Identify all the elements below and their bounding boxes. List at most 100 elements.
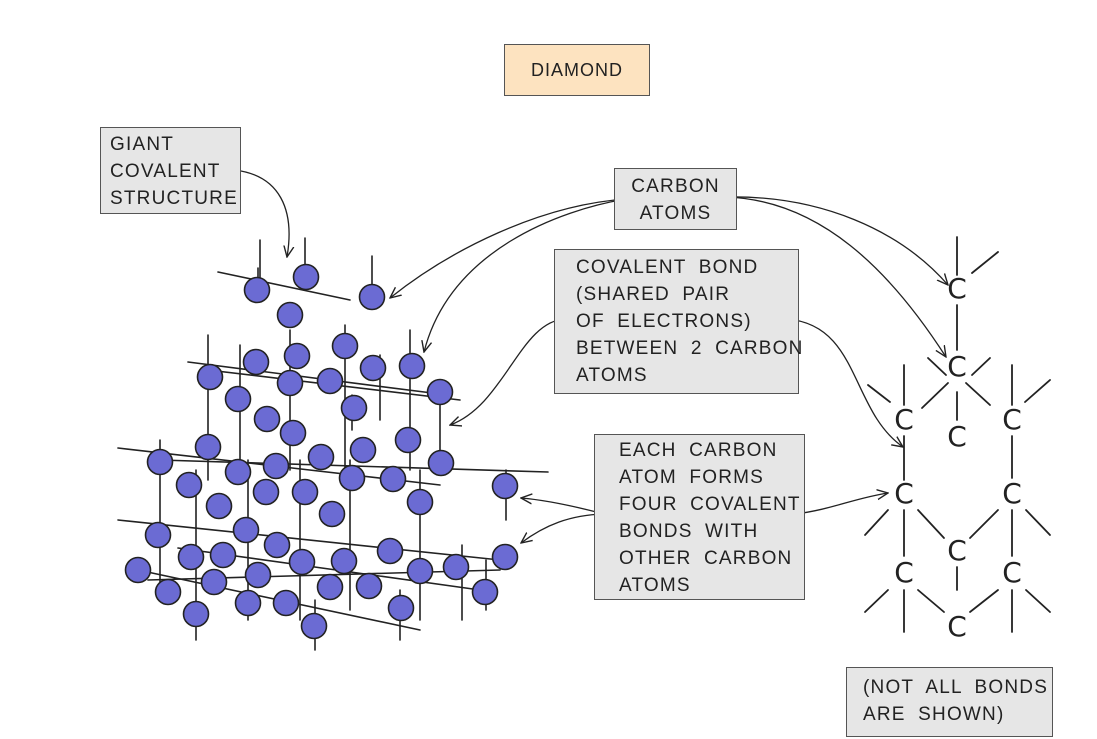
formula-bond [921, 382, 949, 409]
carbon-atom-circle [196, 363, 224, 391]
carbon-atom-circle [253, 405, 281, 433]
annotation-arrow [233, 169, 289, 257]
formula-bond [965, 382, 991, 406]
carbon-atom-circle [124, 556, 152, 584]
carbon-atom-circle [426, 378, 454, 406]
carbon-symbol: C [947, 272, 967, 305]
carbon-symbol: C [947, 420, 967, 453]
giant-covalent-structure-label: GIANT COVALENT STRUCTURE [100, 127, 241, 214]
carbon-atom-circle [491, 543, 519, 571]
carbon-atom-circle [288, 548, 316, 576]
label-line: FOUR COVALENT [619, 494, 801, 515]
label-line: OTHER CARBON [619, 548, 793, 569]
carbon-atom-circle [307, 443, 335, 471]
carbon-symbol: C [1002, 403, 1022, 436]
carbon-atom-circle [331, 332, 359, 360]
carbon-atom-circle [154, 578, 182, 606]
carbon-symbol: C [947, 350, 967, 383]
carbon-atom-circle [283, 342, 311, 370]
annotation-arrow [521, 513, 605, 543]
carbon-atom-circle [291, 478, 319, 506]
carbon-atom-circle [316, 367, 344, 395]
formula-bond [867, 384, 891, 403]
carbon-atom-circle [276, 369, 304, 397]
carbon-atom-circle [244, 561, 272, 589]
formula-bond [969, 589, 999, 613]
carbon-atom-circle [359, 354, 387, 382]
label-line: OF ELECTRONS) [576, 311, 752, 332]
carbon-atom-circle [491, 472, 519, 500]
lattice-bond [117, 519, 501, 561]
carbon-atom-circle [406, 557, 434, 585]
label-line: ATOMS [639, 203, 712, 224]
four-bonds-label: EACH CARBON ATOM FORMS FOUR COVALENT BON… [594, 434, 805, 600]
label-line: ATOMS [619, 575, 691, 596]
carbon-atom-circle [300, 612, 328, 640]
carbon-atom-circle [355, 572, 383, 600]
annotation-arrow [725, 196, 948, 285]
formula-bond [969, 509, 999, 539]
not-all-bonds-note: (NOT ALL BONDS ARE SHOWN) [846, 667, 1053, 737]
formula-bond [864, 509, 889, 536]
label-line: GIANT [110, 134, 175, 155]
carbon-atom-circle [442, 553, 470, 581]
label-line: ATOMS [576, 365, 648, 386]
label-line: ARE SHOWN) [863, 704, 1005, 725]
label-line: BONDS WITH [619, 521, 759, 542]
diagram-title: DIAMOND [504, 44, 650, 96]
carbon-atom-circle [316, 573, 344, 601]
carbon-atom-circle [177, 543, 205, 571]
carbon-atom-circle [263, 531, 291, 559]
carbon-symbol: C [1002, 477, 1022, 510]
label-line: COVALENT BOND [576, 257, 759, 278]
annotation-arrow [786, 318, 903, 447]
title-text: DIAMOND [531, 59, 623, 80]
label-line: CARBON [631, 176, 720, 197]
carbon-atom-circle [224, 385, 252, 413]
label-line: ATOM FORMS [619, 467, 765, 488]
formula-bond [1025, 589, 1051, 613]
carbon-atom-circle [224, 458, 252, 486]
carbon-atom-circle [262, 452, 290, 480]
label-line: BETWEEN 2 CARBON [576, 338, 804, 359]
carbon-atom-circle [330, 547, 358, 575]
lattice-bond [217, 271, 351, 301]
carbon-atom-circle [340, 394, 368, 422]
carbon-atom-circle [349, 436, 377, 464]
carbon-atom-circle [205, 492, 233, 520]
formula-bond [917, 589, 945, 613]
carbon-atom-circle [292, 263, 320, 291]
carbon-atom-circle [394, 426, 422, 454]
carbon-symbol: C [894, 477, 914, 510]
lattice-bond [187, 361, 441, 395]
carbon-atom-circle [471, 578, 499, 606]
label-line: EACH CARBON [619, 440, 778, 461]
carbon-symbol: C [894, 556, 914, 589]
carbon-atom-circle [276, 301, 304, 329]
annotation-arrow [450, 318, 567, 425]
formula-bond [1025, 509, 1051, 536]
carbon-atom-circle [232, 516, 260, 544]
carbon-atom-circle [243, 276, 271, 304]
carbon-atom-circle [242, 348, 270, 376]
covalent-bond-label: COVALENT BOND (SHARED PAIR OF ELECTRONS)… [554, 249, 804, 394]
giant-covalent-lattice [117, 237, 549, 651]
carbon-atom-circle [279, 419, 307, 447]
annotation-arrow [390, 198, 627, 298]
carbon-atom-circle [387, 594, 415, 622]
carbon-atom-circle [272, 589, 300, 617]
formula-bond [1024, 379, 1051, 403]
annotation-arrow [424, 198, 627, 352]
carbon-symbol: C [947, 610, 967, 643]
carbon-atom-circle [209, 541, 237, 569]
carbon-atom-circle [379, 465, 407, 493]
carbon-symbol: C [1002, 556, 1022, 589]
formula-bond [927, 357, 947, 376]
label-line: (SHARED PAIR [576, 284, 731, 305]
formula-bond [971, 357, 991, 376]
carbon-atom-circle [406, 488, 434, 516]
carbon-atom-circle [146, 448, 174, 476]
carbon-atom-circle [144, 521, 172, 549]
